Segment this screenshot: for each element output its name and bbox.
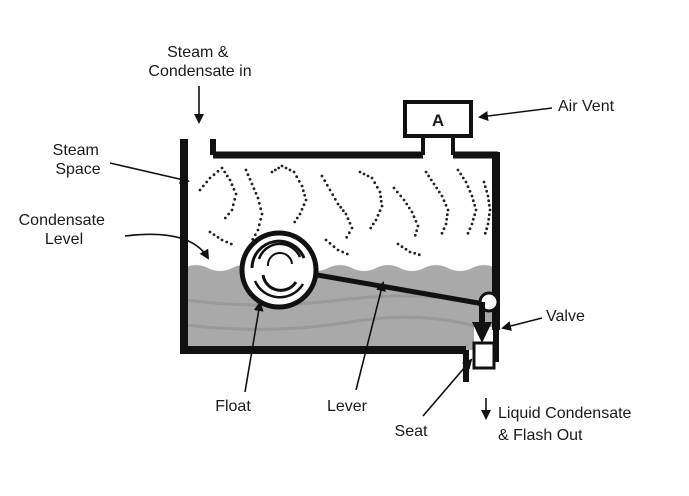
valve bbox=[472, 291, 500, 343]
valve-arrow bbox=[501, 317, 543, 331]
lever-arrow bbox=[355, 281, 386, 391]
steam-in-label: Steam & Condensate in bbox=[148, 44, 251, 80]
steam-dots bbox=[198, 164, 492, 257]
seat-arrow bbox=[422, 358, 473, 417]
lever-label: Lever bbox=[327, 398, 368, 415]
float-label: Float bbox=[215, 398, 251, 415]
steam-space-label: Steam Space bbox=[53, 142, 104, 178]
condensate-level-arrow bbox=[124, 233, 210, 260]
air-vent-arrow bbox=[478, 107, 553, 121]
steam-space-arrow bbox=[109, 162, 190, 185]
float bbox=[239, 230, 319, 310]
lever bbox=[299, 269, 485, 307]
leader-arrows bbox=[109, 86, 553, 420]
seat-label: Seat bbox=[395, 423, 428, 440]
air-vent-label: Air Vent bbox=[558, 98, 615, 115]
air-vent-box-label: A bbox=[432, 111, 444, 130]
float-arrow bbox=[244, 301, 264, 393]
valve-label: Valve bbox=[546, 308, 585, 325]
outlet-label: Liquid Condensate & Flash Out bbox=[498, 405, 636, 444]
condensate-level-label: Condensate Level bbox=[19, 212, 110, 248]
air-vent: A bbox=[403, 100, 473, 155]
